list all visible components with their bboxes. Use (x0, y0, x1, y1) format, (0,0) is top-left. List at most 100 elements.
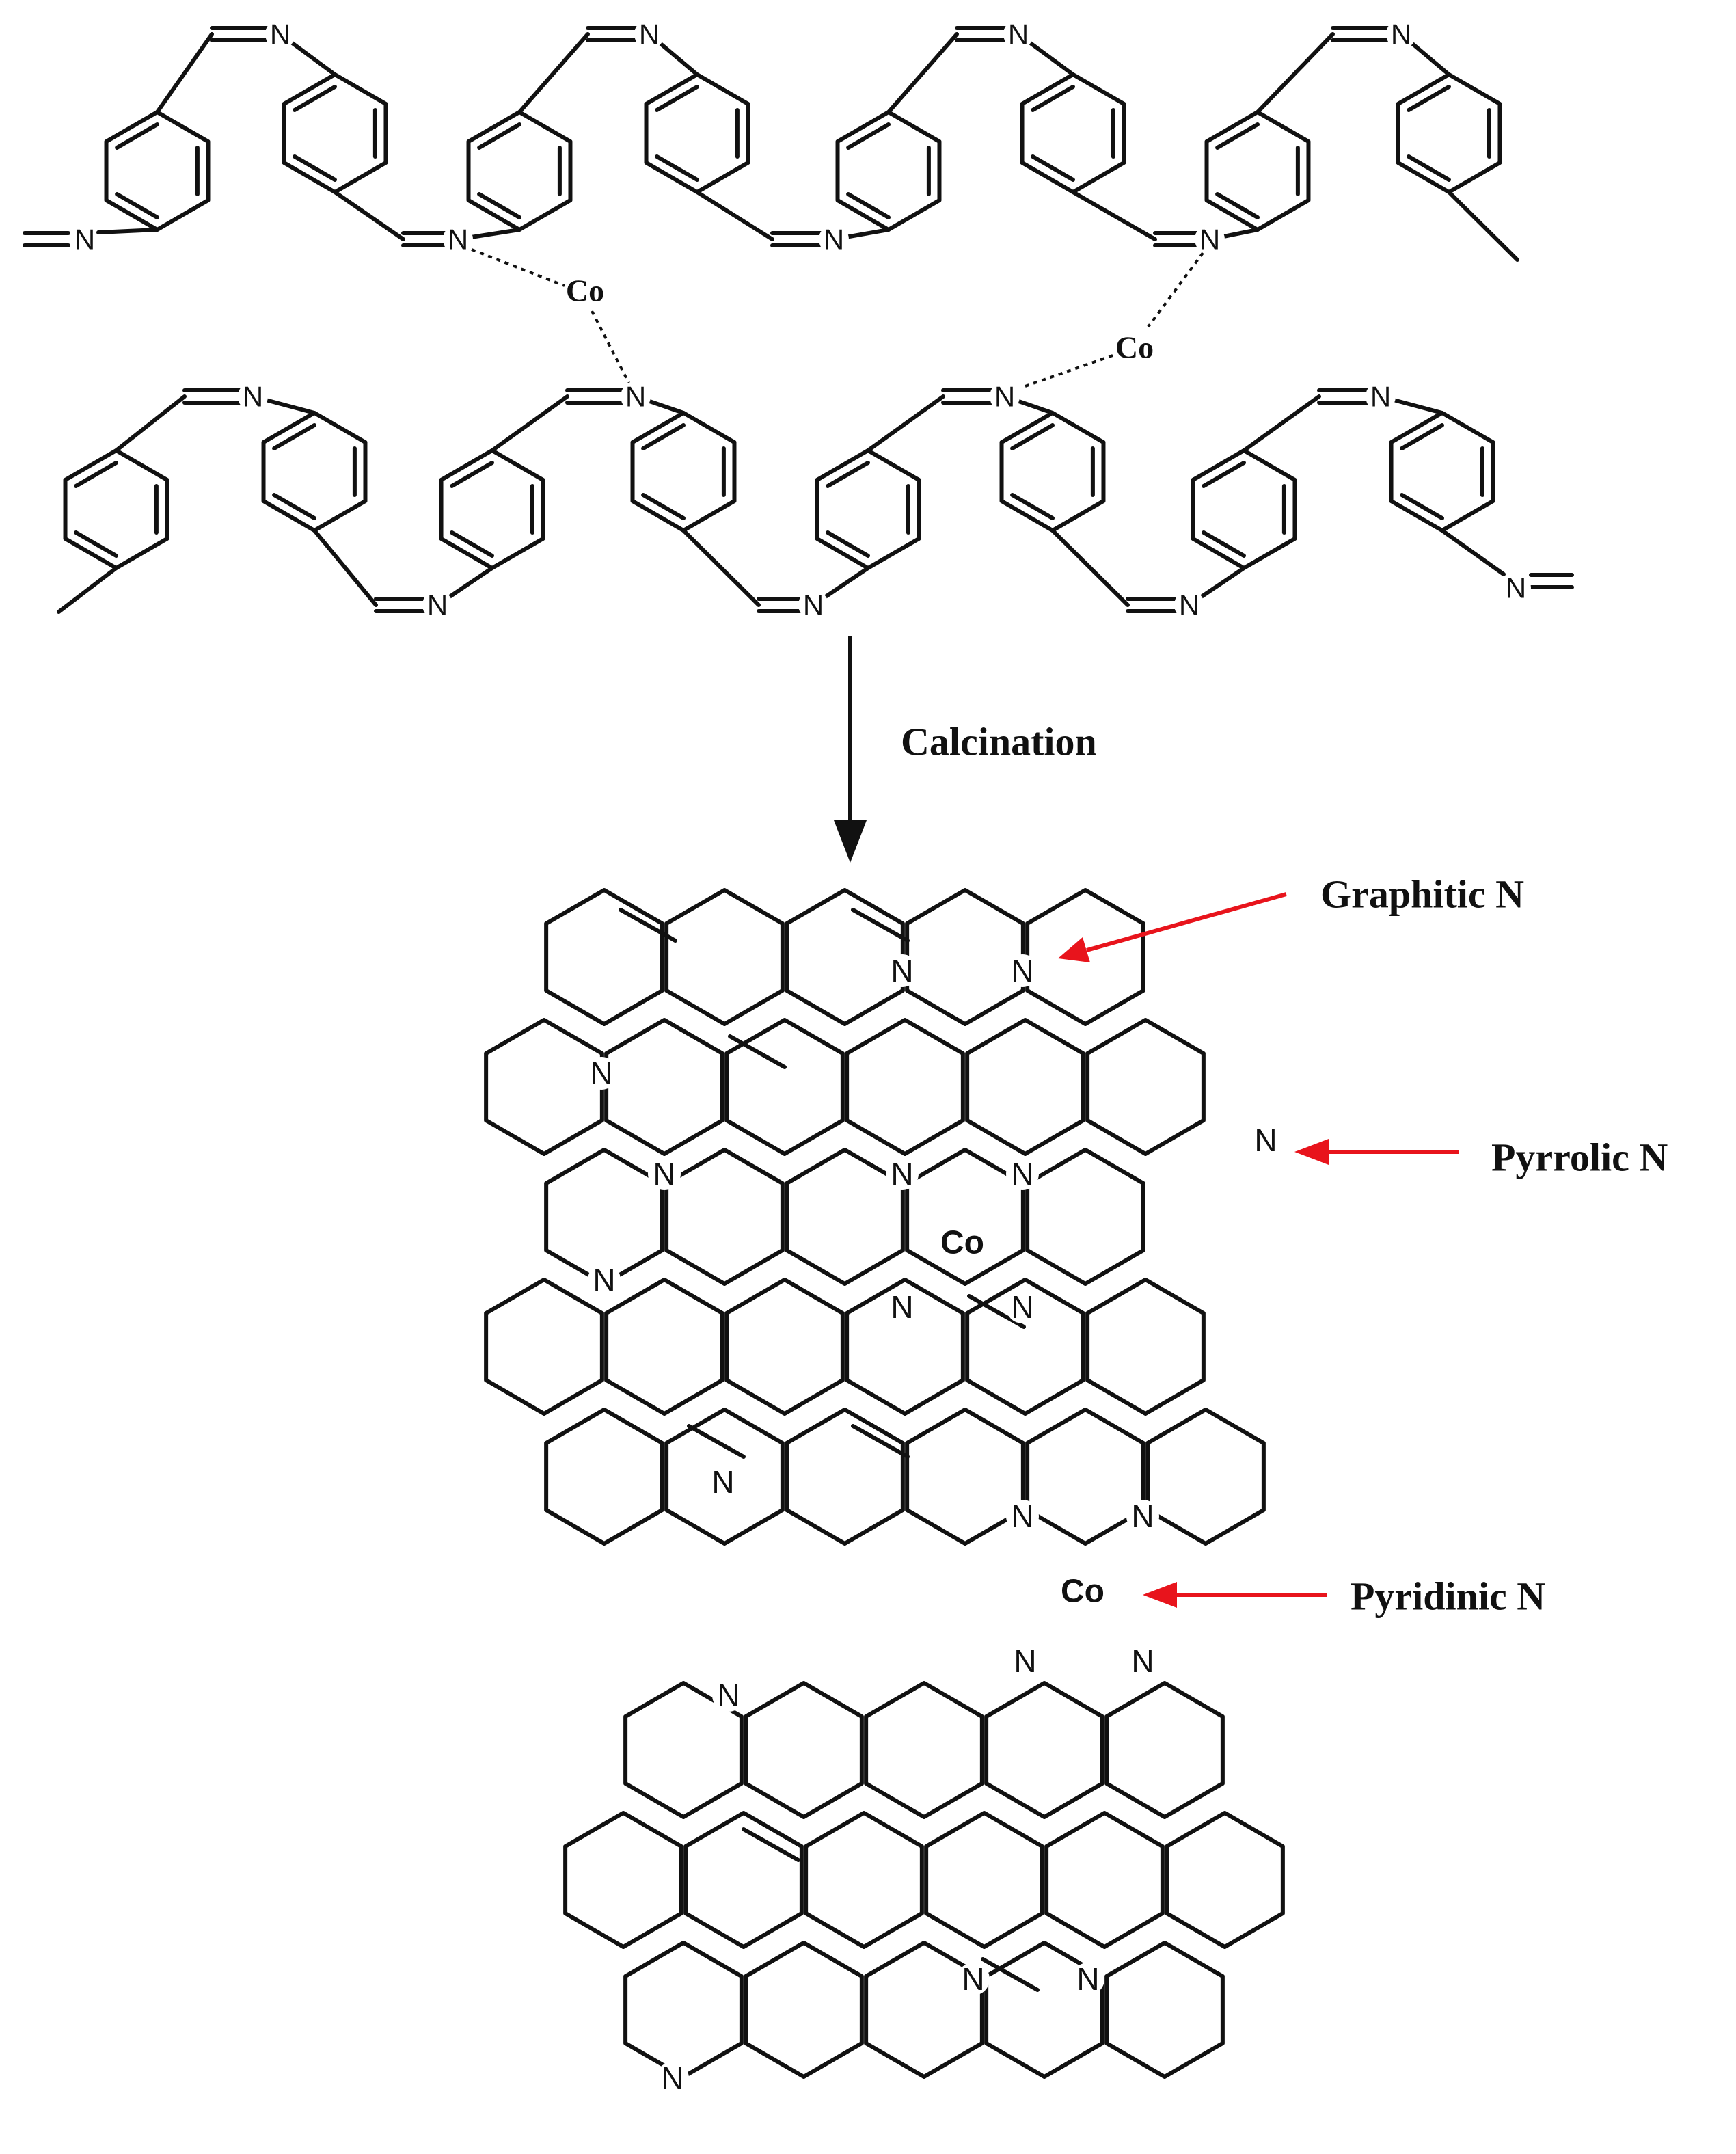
carbon-hexagon-t1-1 (604, 1018, 724, 1156)
imine-nitrogen-mask (422, 590, 452, 620)
carbon-hexagon-t4-1 (664, 1408, 785, 1546)
carbon-hexagon-t3-0 (484, 1278, 604, 1416)
benzene-ring-a4 (835, 110, 942, 232)
aromatic-double-bond-accent (742, 1827, 800, 1862)
carbon-hexagon-t0-0 (544, 888, 664, 1026)
imine-nitrogen: N (243, 381, 263, 413)
carbon-hexagon-t4-5 (1145, 1408, 1266, 1546)
doped-nitrogen-mask (656, 2062, 689, 2095)
aromatic-bond (1400, 423, 1444, 450)
carbon-hexagon-b0-1 (744, 1681, 864, 1819)
imine-nitrogen: N (1179, 589, 1199, 621)
doped-nitrogen-mask (1072, 1963, 1104, 1995)
doped-nitrogen: N (891, 1156, 913, 1192)
process-arrow-head (834, 820, 867, 863)
carbon-hexagon-b1-0 (563, 1811, 683, 1949)
aromatic-bond (1400, 493, 1444, 520)
aromatic-double-bond-accent (728, 1034, 787, 1069)
terminal-nitrogen-mask (70, 224, 100, 254)
doped-nitrogen-mask (1006, 954, 1039, 987)
methyl-bond (57, 566, 118, 614)
aromatic-bond (641, 423, 686, 450)
carbon-hexagon-b1-3 (924, 1811, 1044, 1949)
carbon-hexagon-t0-4 (1025, 888, 1145, 1026)
carbon-hexagon-t1-2 (724, 1018, 845, 1156)
aromatic-bond (115, 192, 159, 219)
terminal-nitrogen: N (74, 224, 95, 256)
doped-nitrogen: N (711, 1464, 734, 1500)
benzene-ring-b1 (261, 411, 368, 533)
nitrogen-site-annotations: Graphitic N Pyrrolic N Pyridinic N (1058, 872, 1668, 1619)
imine-nitrogen-mask (634, 19, 664, 49)
doped-nitrogen: N (1011, 1498, 1033, 1534)
carbon-hexagon-t2-1 (664, 1148, 785, 1286)
doped-nitrogen-mask (886, 1291, 919, 1323)
benzene-ring-b3 (630, 411, 737, 533)
imine-nitrogen: N (639, 18, 660, 51)
calcination-step: Calcination (834, 636, 1097, 863)
aromatic-double-bond-accent (619, 908, 677, 943)
carbon-hexagon-t4-0 (544, 1408, 664, 1546)
coordination-bond (1147, 252, 1204, 328)
doped-nitrogen-mask (886, 954, 919, 987)
pyrrolic-n-arrowhead (1294, 1139, 1329, 1165)
doped-nitrogen-mask (1006, 1500, 1039, 1533)
chain-bond (886, 32, 959, 114)
imine-nitrogen: N (1199, 224, 1220, 256)
aromatic-bond (1407, 154, 1451, 182)
chain-bond (490, 394, 569, 453)
benzene-ring-b2 (439, 448, 545, 570)
doped-nitrogen: N (1076, 1961, 1099, 1997)
aromatic-bond (655, 154, 699, 182)
aromatic-bond (826, 461, 870, 488)
benzene-ring-a6 (1204, 110, 1311, 232)
carbon-hexagon-t0-3 (905, 888, 1025, 1026)
benzene-ring-b5 (999, 411, 1106, 533)
imine-nitrogen: N (1008, 18, 1029, 51)
doped-nitrogen-mask (1006, 1291, 1039, 1323)
chain-bond (96, 228, 159, 234)
cobalt-bridge: Co (1061, 1574, 1104, 1610)
cobalt-atom: Co (566, 273, 604, 308)
imine-nitrogen: N (427, 589, 448, 621)
imine-nitrogen-mask (1366, 381, 1396, 412)
aromatic-double-bond-accent (967, 1294, 1026, 1329)
carbon-hexagon-t3-1 (604, 1278, 724, 1416)
carbon-hexagon-b1-1 (683, 1811, 804, 1949)
doped-nitrogen: N (962, 1961, 984, 1997)
benzene-ring-b0 (63, 448, 169, 570)
chain-bond (1071, 190, 1157, 241)
doped-nitrogen-mask (707, 1466, 740, 1498)
aromatic-bond (826, 530, 870, 558)
doped-nitrogen-mask (1006, 1157, 1039, 1190)
coordination-bond (591, 310, 630, 383)
imine-nitrogen-mask (621, 381, 651, 412)
carbon-hexagon-t1-3 (845, 1018, 965, 1156)
aromatic-bond (655, 85, 699, 112)
chain-bond (333, 190, 405, 241)
chain-bond (866, 394, 945, 453)
doped-nitrogen: N (1011, 953, 1033, 988)
graphitic-n-label: Graphitic N (1320, 872, 1524, 917)
imine-nitrogen-mask (1386, 19, 1416, 49)
aromatic-bond (1215, 122, 1260, 150)
imine-nitrogen-mask (1195, 224, 1225, 254)
imine-nitrogen: N (625, 381, 646, 413)
carbon-hexagon-t4-2 (785, 1408, 905, 1546)
imine-nitrogen-mask (443, 224, 473, 254)
benzene-ring-b6 (1191, 448, 1297, 570)
cobalt-atom-mask (1114, 327, 1155, 368)
aromatic-bond (846, 122, 891, 150)
carbon-hexagon-t2-4 (1025, 1148, 1145, 1286)
aromatic-bond (293, 154, 337, 182)
chain-bond (1440, 528, 1506, 576)
carbon-hexagon-b1-4 (1044, 1811, 1165, 1949)
benzene-ring-b7 (1389, 411, 1495, 533)
carbon-hexagon-t4-4 (1025, 1408, 1145, 1546)
aromatic-bond (272, 423, 316, 450)
aromatic-bond (293, 85, 337, 112)
graphitic-n-arrow (1086, 892, 1287, 952)
pyridinic-n-label: Pyridinic N (1351, 1574, 1545, 1619)
